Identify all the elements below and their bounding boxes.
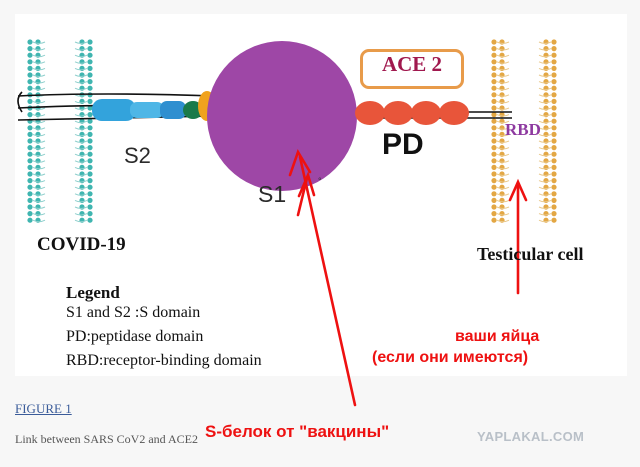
- testicular-cell-membrane: [491, 39, 557, 223]
- pd-bead: [411, 101, 441, 125]
- pd-bead: [439, 101, 469, 125]
- viral-membrane: [27, 39, 93, 223]
- legend-title: Legend: [66, 283, 120, 302]
- legend-item: PD:peptidase domain: [66, 328, 204, 345]
- arrow-to-s1-head: [288, 148, 312, 177]
- s2-label: S2: [124, 143, 151, 168]
- pd-beads: [355, 101, 469, 125]
- ace2-label-box: ACE 2: [360, 49, 464, 89]
- pd-label: PD: [382, 128, 424, 161]
- annotation-s-protein: S-белок от "вакцины": [205, 422, 390, 441]
- s1-label: S1: [258, 181, 287, 207]
- rbd-label: RBD: [505, 120, 541, 139]
- arrow-to-s1-shaft: [298, 155, 357, 407]
- annotation-your-testicles: ваши яйца: [455, 328, 540, 345]
- legend-item: S1 and S2 :S domain: [66, 304, 201, 321]
- annotation-arrows: [288, 148, 528, 407]
- annotation-if-you-have: (если они имеются): [372, 349, 529, 366]
- svg-text:°: °: [318, 176, 322, 186]
- pd-bead: [355, 101, 385, 125]
- figure-caption: Link between SARS CoV2 and ACE2: [15, 432, 198, 446]
- figure-1-link[interactable]: FIGURE 1: [15, 401, 72, 416]
- legend-item: RBD:receptor-binding domain: [66, 352, 262, 369]
- s2-stalk: [92, 91, 216, 121]
- testicular-cell-label: Testicular cell: [477, 244, 584, 264]
- s1-sphere: [207, 41, 357, 191]
- arrow-to-rbd-head: [508, 178, 528, 202]
- pd-bead: [383, 101, 413, 125]
- arrow-to-s1-head-2: [297, 171, 316, 198]
- arrow-to-s1-shaft-2: [296, 176, 309, 217]
- covid-label: COVID-19: [37, 234, 126, 255]
- watermark: YAPLAKAL.COM: [477, 429, 585, 444]
